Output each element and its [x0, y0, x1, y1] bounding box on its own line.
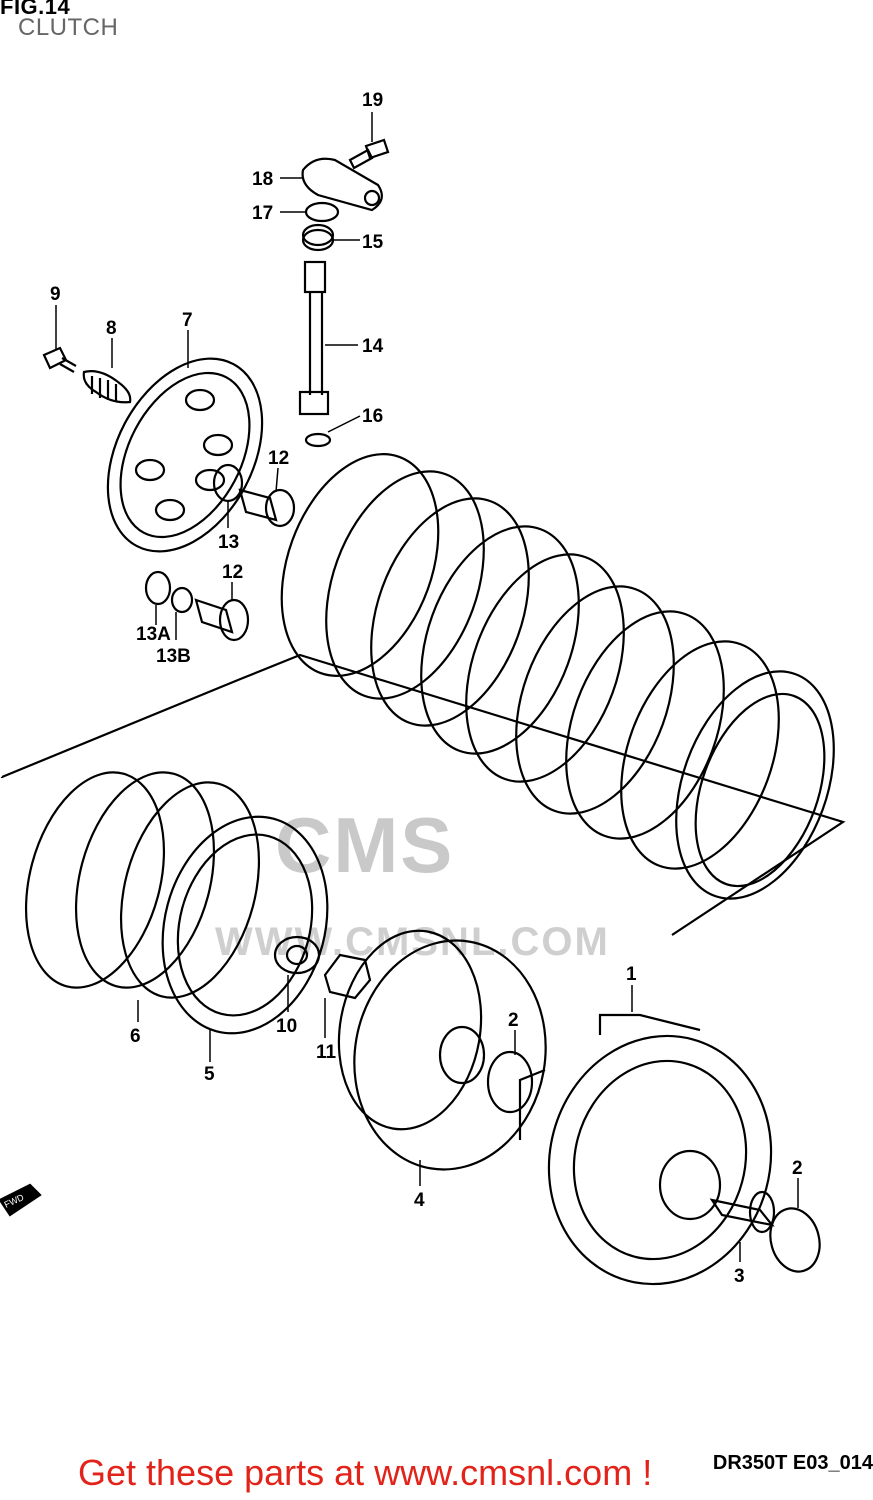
- release-shaft-14: [298, 260, 330, 416]
- clutch-plate-5: [161, 815, 329, 1035]
- watermark-brand: CMS: [275, 801, 455, 889]
- footer-link-text[interactable]: Get these parts at www.cmsnl.com !: [78, 1452, 653, 1493]
- callout-19: 19: [362, 90, 383, 111]
- pressure-plate-7: [106, 357, 264, 553]
- nut-10: [273, 935, 321, 975]
- bolt-9: [42, 346, 77, 373]
- callout-2a: 2: [508, 1010, 519, 1031]
- release-lever-18: [301, 157, 383, 212]
- callout-8: 8: [106, 318, 117, 339]
- bearing-13A: [144, 570, 172, 606]
- bolt-19: [348, 138, 390, 170]
- spacer-3: [709, 1190, 776, 1234]
- callout-4: 4: [414, 1190, 425, 1211]
- bearing-13: [212, 463, 244, 503]
- callout-13A: 13A: [136, 624, 171, 645]
- callout-13: 13: [218, 532, 239, 553]
- callout-9: 9: [50, 284, 61, 305]
- callout-11: 11: [316, 1042, 337, 1063]
- callout-5: 5: [204, 1064, 215, 1085]
- callout-13B: 13B: [156, 646, 191, 667]
- callout-7: 7: [182, 310, 193, 331]
- primary-driven-gear-1: [518, 1013, 773, 1286]
- lock-washer-11: [323, 953, 372, 1000]
- callout-12a: 12: [268, 448, 289, 469]
- fwd-arrow-icon: [0, 1183, 42, 1217]
- callout-17: 17: [252, 203, 273, 224]
- pushrod-piece-12a: [238, 488, 296, 528]
- callout-12b: 12: [222, 562, 243, 583]
- oil-seal-17: [304, 201, 340, 223]
- plate-stack-outline: [0, 653, 846, 936]
- clutch-plate-6: [24, 771, 261, 999]
- pushrod-piece-12b: [194, 598, 250, 642]
- washer-13B: [170, 586, 194, 614]
- bearing-15: [301, 223, 335, 252]
- callout-18: 18: [252, 169, 273, 190]
- drawing-code: DR350T E03_014: [712, 1452, 873, 1474]
- callout-6: 6: [130, 1026, 141, 1047]
- callout-16: 16: [362, 406, 383, 427]
- callout-15: 15: [362, 232, 384, 253]
- thrust-washer-2a: [486, 1050, 534, 1114]
- callout-14: 14: [362, 336, 384, 357]
- spring-8: [82, 370, 132, 404]
- callout-labels: 19 18 17 15 14 16 9 8 7 12 13 12 13A 13B…: [3, 90, 803, 1287]
- figure-subtitle: CLUTCH: [18, 14, 119, 41]
- leader-lines: [55, 112, 799, 1262]
- figure-title: FIG.14: [0, 0, 71, 19]
- callout-1: 1: [626, 964, 637, 985]
- washer-16: [304, 432, 332, 448]
- callout-2b: 2: [792, 1158, 803, 1179]
- callout-3: 3: [734, 1266, 745, 1287]
- thrust-washer-2b: [769, 1207, 821, 1273]
- callout-10: 10: [276, 1016, 297, 1037]
- clutch-plate-stack-upper: [280, 453, 835, 900]
